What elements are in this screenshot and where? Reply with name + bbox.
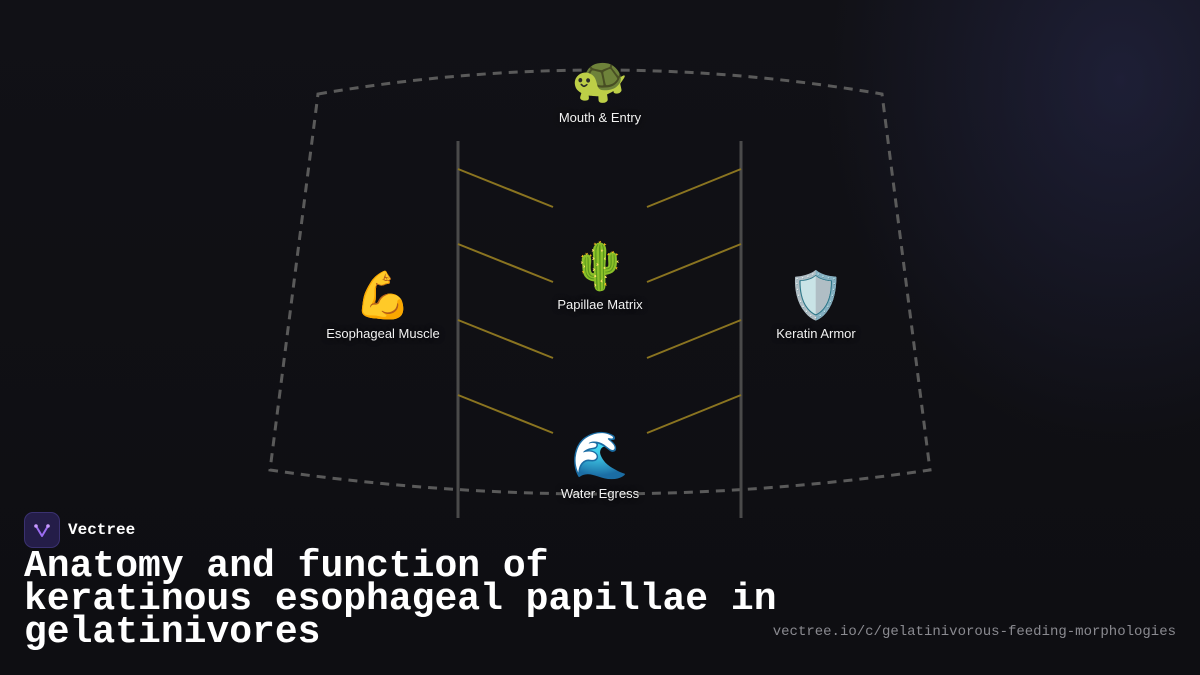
cactus-icon: 🌵 xyxy=(571,239,629,293)
node-esophageal-muscle: 💪 Esophageal Muscle xyxy=(293,268,473,343)
node-label: Esophageal Muscle xyxy=(326,326,440,341)
body-outline xyxy=(268,68,932,496)
papilla-spine xyxy=(646,168,742,208)
papilla-spine xyxy=(646,243,742,283)
source-url[interactable]: vectree.io/c/gelatinivorous-feeding-morp… xyxy=(772,624,1176,640)
shield-icon: 🛡️ xyxy=(787,268,845,322)
node-label: Mouth & Entry xyxy=(558,110,642,125)
node-water-egress: 🌊 Water Egress xyxy=(510,428,690,503)
node-papillae-matrix: 🌵 Papillae Matrix xyxy=(510,239,690,314)
papilla-spine xyxy=(457,243,554,283)
brand[interactable]: Vectree xyxy=(24,512,135,548)
turtle-icon: 🐢 xyxy=(571,52,629,106)
papillae-left xyxy=(457,168,554,434)
papilla-spine xyxy=(457,319,554,359)
flexed-bicep-icon: 💪 xyxy=(354,268,412,322)
wave-icon: 🌊 xyxy=(571,428,629,482)
papilla-spine xyxy=(457,168,554,208)
page-title: Anatomy and function of keratinous esoph… xyxy=(24,545,777,654)
vectree-logo-icon xyxy=(24,512,60,548)
papilla-spine xyxy=(646,319,742,359)
node-label: Keratin Armor xyxy=(776,326,856,341)
papilla-spine xyxy=(457,394,554,434)
papillae-right xyxy=(646,168,742,434)
node-keratin-armor: 🛡️ Keratin Armor xyxy=(726,268,906,343)
node-label: Papillae Matrix xyxy=(557,297,643,312)
node-label: Water Egress xyxy=(560,486,640,501)
brand-name: Vectree xyxy=(68,521,136,539)
papilla-spine xyxy=(646,394,742,434)
node-mouth-entry: 🐢 Mouth & Entry xyxy=(510,52,690,127)
